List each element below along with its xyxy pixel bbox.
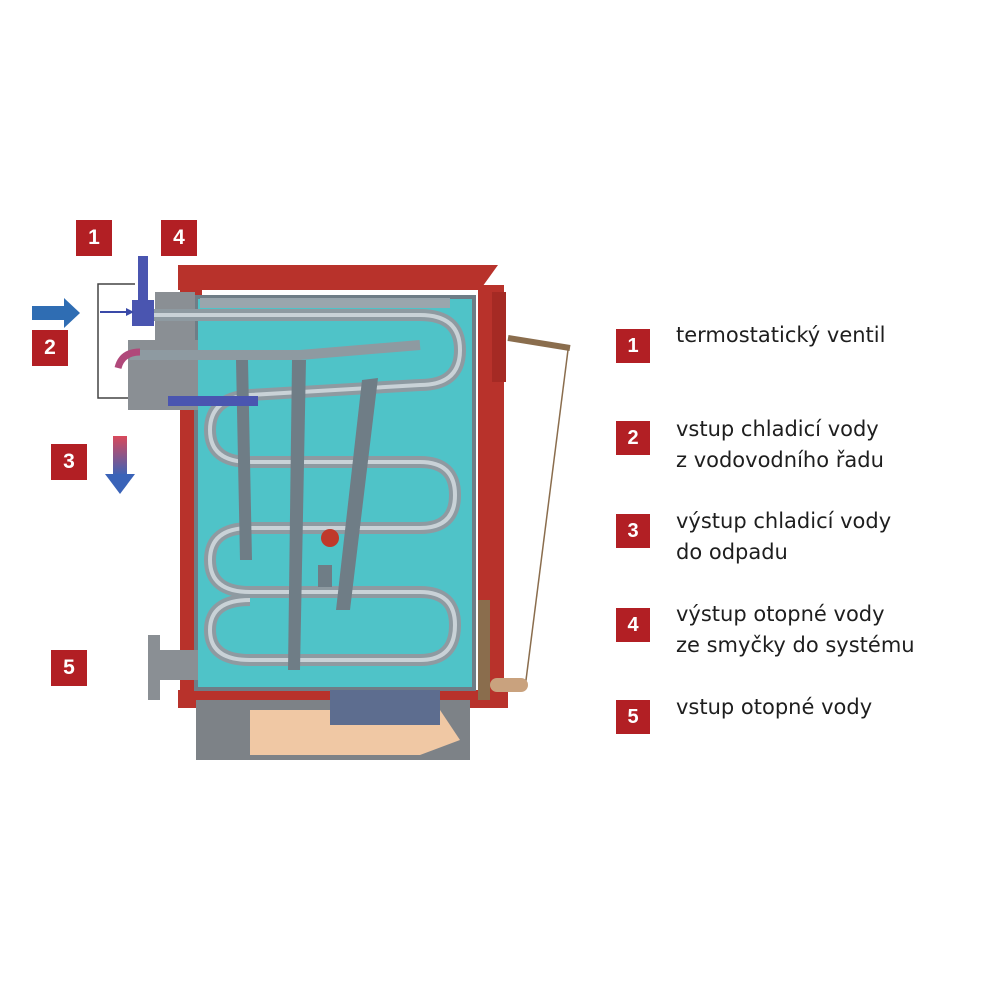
legend-badge-5: 5 <box>616 700 650 734</box>
sensor-dot <box>321 529 339 547</box>
legend-item-5: vstup otopné vody <box>676 692 872 723</box>
capillary-line <box>97 283 135 399</box>
legend-badge-2: 2 <box>616 421 650 455</box>
legend-item-1-line-1: termostatický ventil <box>676 323 886 347</box>
legend-item-1: termostatický ventil <box>676 320 885 351</box>
outlet-arrow <box>105 436 135 494</box>
legend-badge-1: 1 <box>616 329 650 363</box>
callout-badge-2: 2 <box>32 330 68 366</box>
door-lever <box>478 335 571 700</box>
legend-item-3-line-2: do odpadu <box>676 540 788 564</box>
callout-badge-3: 3 <box>51 444 87 480</box>
thermostatic-valve <box>100 256 154 326</box>
legend-item-5-line-1: vstup otopné vody <box>676 695 873 719</box>
legend-item-3-line-1: výstup chladicí vody <box>676 509 892 533</box>
legend-item-4-line-1: výstup otopné vody <box>676 602 885 626</box>
internal-baffles <box>236 360 378 670</box>
inlet-arrow <box>32 298 80 328</box>
legend-item-3: výstup chladicí vody do odpadu <box>676 506 891 568</box>
legend-badge-3: 3 <box>616 514 650 548</box>
ash-pan <box>196 690 470 760</box>
legend-item-2: vstup chladicí vody z vodovodního řadu <box>676 414 884 476</box>
legend-item-4-line-2: ze smyčky do systému <box>676 633 915 657</box>
callout-badge-1: 1 <box>76 220 112 256</box>
legend-item-4: výstup otopné vody ze smyčky do systému <box>676 599 915 661</box>
legend-item-2-line-1: vstup chladicí vody <box>676 417 879 441</box>
return-pipe-flange <box>148 635 198 700</box>
callout-badge-4: 4 <box>161 220 197 256</box>
legend-item-2-line-2: z vodovodního řadu <box>676 448 884 472</box>
callout-badge-5: 5 <box>51 650 87 686</box>
legend-badge-4: 4 <box>616 608 650 642</box>
